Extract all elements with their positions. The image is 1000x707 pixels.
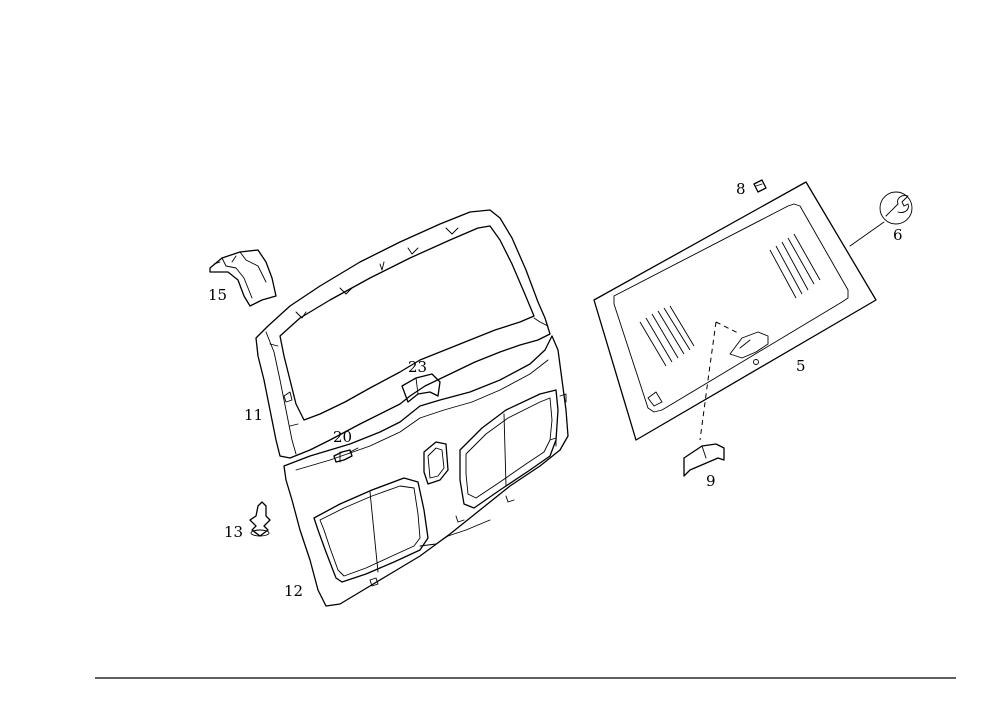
part-13-fastener bbox=[249, 501, 271, 537]
callout-13: 13 bbox=[224, 523, 243, 541]
callout-11: 11 bbox=[244, 406, 263, 424]
part-12-lower-panel bbox=[283, 335, 569, 607]
part-15-bracket bbox=[209, 249, 277, 307]
part-23-cover bbox=[401, 373, 441, 403]
part-9-trim bbox=[683, 443, 725, 477]
part-11-upper-frame bbox=[255, 209, 551, 459]
wrench-icon bbox=[879, 191, 913, 225]
glass-reflection-right bbox=[769, 233, 821, 299]
callout-20: 20 bbox=[333, 428, 352, 446]
callout-5: 5 bbox=[796, 357, 806, 375]
callout-12: 12 bbox=[284, 582, 303, 600]
callout-6: 6 bbox=[893, 226, 903, 244]
callout-23: 23 bbox=[408, 358, 427, 376]
part-8-clip bbox=[753, 179, 767, 193]
part-20-clip bbox=[333, 447, 359, 463]
glass-reflection-left bbox=[639, 305, 695, 367]
part-5-glass bbox=[593, 181, 885, 441]
callout-9: 9 bbox=[706, 472, 716, 490]
callout-15: 15 bbox=[208, 286, 227, 304]
callout-8: 8 bbox=[736, 180, 746, 198]
